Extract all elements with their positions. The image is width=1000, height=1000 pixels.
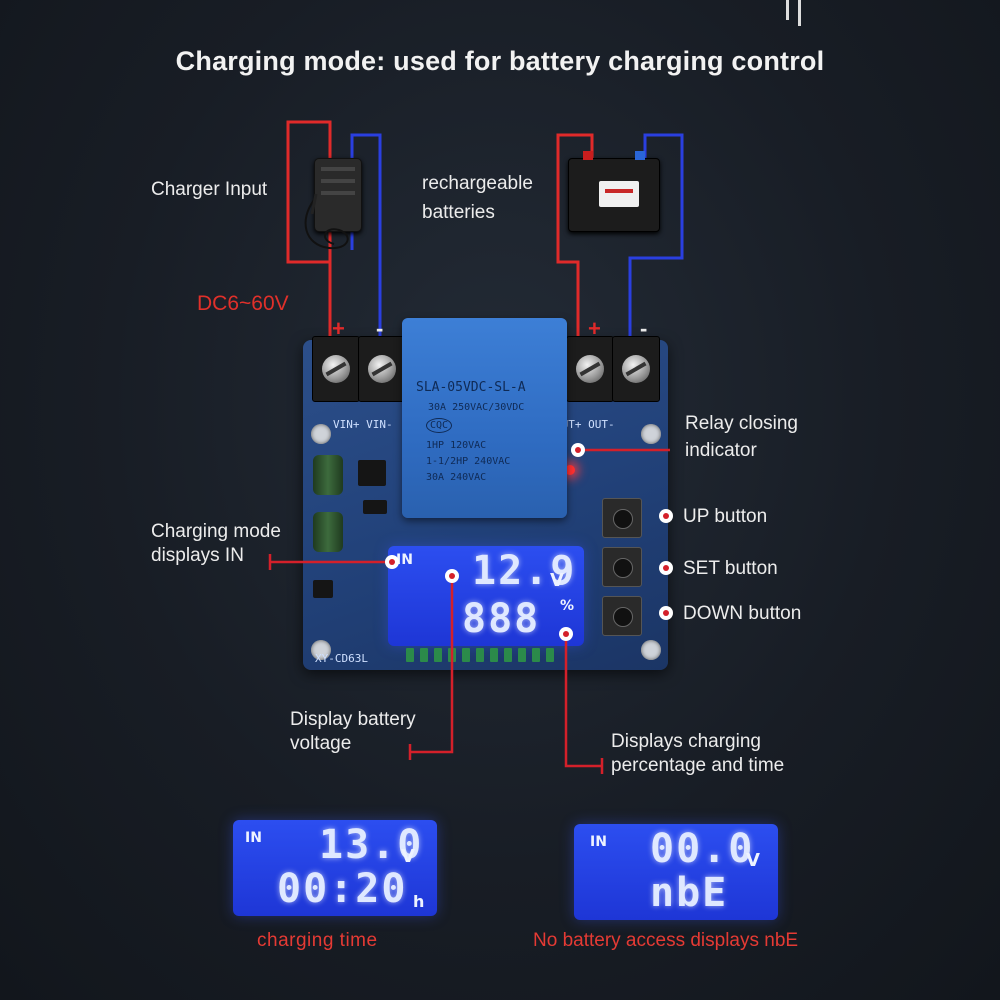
terminal-minus-sign: - xyxy=(376,316,384,341)
display-voltage-label: voltage xyxy=(290,733,352,754)
main-lcd: IN 12.9 V 888 % xyxy=(388,546,584,646)
mount-hole xyxy=(641,424,661,444)
charging-mode-label: displays IN xyxy=(151,545,244,566)
relay-cert-text: CQC xyxy=(426,418,453,433)
batteries-label: batteries xyxy=(422,202,495,223)
lcd-voltage-unit: V xyxy=(401,846,415,867)
lcd-voltage: 12.9 xyxy=(472,548,577,594)
relay-rating-text: 30A 240VAC xyxy=(426,472,487,483)
charger-input-label: Charger Input xyxy=(151,179,268,200)
down-button[interactable] xyxy=(602,596,642,636)
relay-indicator-label: Relay closing xyxy=(685,413,798,434)
down-callout-dot xyxy=(659,606,673,620)
ic-chip xyxy=(363,500,387,514)
terminal-plus-sign: + xyxy=(588,316,601,341)
up-button-label: UP button xyxy=(683,506,768,527)
relay: SLA-05VDC-SL-A 30A 250VAC/30VDC CQC 1HP … xyxy=(402,318,567,518)
lcd-time: 00:20 xyxy=(277,866,408,912)
relay-indicator-led xyxy=(565,465,575,475)
out-minus-terminal xyxy=(612,336,660,402)
relay-indicator-label: indicator xyxy=(685,440,757,461)
relay-indicator-callout-dot xyxy=(571,443,585,457)
vin-minus-terminal xyxy=(358,336,406,402)
no-battery-caption: No battery access displays nbE xyxy=(533,930,799,951)
percentage-callout-dot xyxy=(559,627,573,641)
display-percentage-label: Displays charging xyxy=(611,731,761,752)
up-button[interactable] xyxy=(602,498,642,538)
model-label: XY-CD63L xyxy=(315,652,368,665)
charging-mode-label: Charging mode xyxy=(151,521,281,542)
lcd-time-unit: h xyxy=(413,892,425,911)
battery-icon xyxy=(568,151,660,232)
set-callout-dot xyxy=(659,561,673,575)
mount-hole xyxy=(311,640,331,660)
relay-rating-text: 30A 250VAC/30VDC xyxy=(428,402,525,413)
lcd-voltage: 13.0 xyxy=(319,822,424,868)
lcd-percentage: 888 xyxy=(462,596,541,642)
down-button-label: DOWN button xyxy=(683,603,802,624)
set-button[interactable] xyxy=(602,547,642,587)
page-title: Charging mode: used for battery charging… xyxy=(175,46,825,76)
lcd-example-charging-time: IN 13.0 V 00:20 h xyxy=(233,820,437,916)
transistor xyxy=(313,580,333,598)
capacitor xyxy=(313,455,343,495)
lcd-nbe: nbE xyxy=(650,870,729,916)
top-tick-marks xyxy=(786,0,802,26)
out-plus-terminal xyxy=(566,336,614,402)
vin-label: VIN+ VIN- xyxy=(333,418,393,431)
lcd-voltage-unit: V xyxy=(550,570,564,591)
terminal-plus-sign: + xyxy=(332,316,345,341)
vin-plus-terminal xyxy=(312,336,360,402)
terminal-minus-sign: - xyxy=(640,316,648,341)
lcd-mode-indicator: IN xyxy=(590,834,607,850)
lcd-example-no-battery: IN 00.0 V nbE xyxy=(574,824,778,920)
ic-chip xyxy=(358,460,386,486)
relay-model-text: SLA-05VDC-SL-A xyxy=(416,380,526,395)
lcd-voltage-unit: V xyxy=(746,850,760,871)
input-voltage-range: DC6~60V xyxy=(197,292,289,315)
lcd-mode-indicator: IN xyxy=(396,552,413,568)
relay-rating-text: 1HP 120VAC xyxy=(426,440,487,451)
rechargeable-label: rechargeable xyxy=(422,173,533,194)
capacitor xyxy=(313,512,343,552)
mode-callout-dot xyxy=(385,555,399,569)
lcd-voltage: 00.0 xyxy=(650,826,755,872)
charger-adapter-icon xyxy=(314,158,362,232)
display-voltage-label: Display battery xyxy=(290,709,416,730)
set-button-label: SET button xyxy=(683,558,778,579)
display-percentage-label: percentage and time xyxy=(611,755,785,776)
lcd-mode-indicator: IN xyxy=(245,830,262,846)
voltage-callout-dot xyxy=(445,569,459,583)
relay-rating-text: 1-1/2HP 240VAC xyxy=(426,456,511,467)
mount-hole xyxy=(641,640,661,660)
charging-time-caption: charging time xyxy=(257,930,378,951)
mount-hole xyxy=(311,424,331,444)
out-label: OUT+ OUT- xyxy=(555,418,615,431)
up-callout-dot xyxy=(659,509,673,523)
lcd-percentage-unit: % xyxy=(560,598,575,614)
charger-cable-icon xyxy=(304,193,349,250)
